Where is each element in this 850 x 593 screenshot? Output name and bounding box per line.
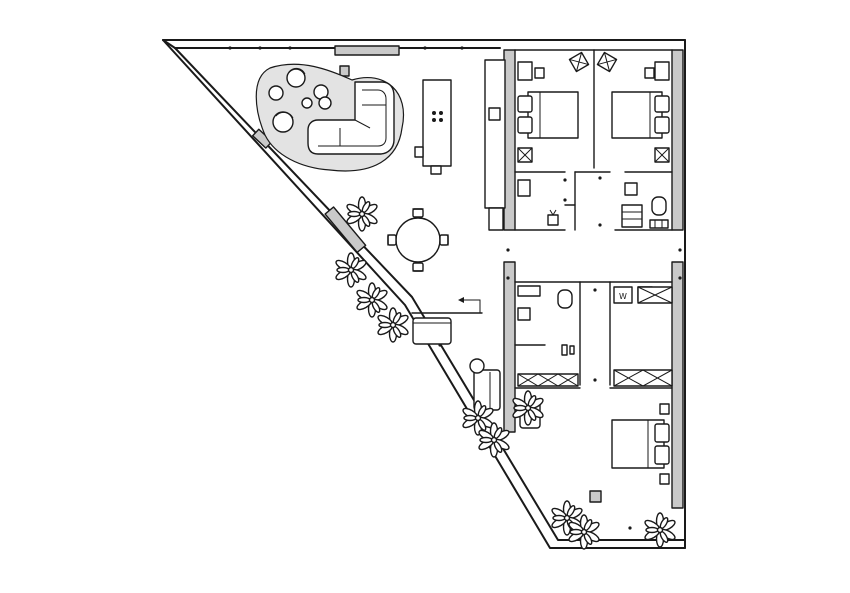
kitchen-counter xyxy=(484,59,506,209)
bedroom-2 xyxy=(596,51,670,163)
armchair-icon xyxy=(272,67,306,133)
toilet-icon xyxy=(547,209,559,226)
sink-icon xyxy=(488,107,501,121)
bed-icon xyxy=(611,419,670,469)
kitchen xyxy=(414,59,506,231)
utility-room: W xyxy=(613,286,673,387)
lounge-area xyxy=(255,63,404,172)
kitchen-island xyxy=(422,79,452,167)
bathroom-lower xyxy=(517,285,579,387)
plant-icon xyxy=(642,512,678,548)
plant-icon xyxy=(344,196,380,232)
storage-cabinet xyxy=(517,373,579,387)
toilet-icon xyxy=(651,196,667,216)
cooktop-icon xyxy=(432,111,443,122)
bedroom-1 xyxy=(517,51,590,163)
interior-walls xyxy=(411,49,684,509)
bathroom-upper xyxy=(517,179,669,229)
bedroom-3 xyxy=(589,403,670,503)
ottoman xyxy=(412,317,452,345)
coffee-tables xyxy=(268,84,332,110)
plant-icon xyxy=(375,307,411,343)
bed-icon xyxy=(611,91,670,139)
plant-icon xyxy=(354,282,390,318)
sofa-icon xyxy=(307,81,395,155)
washer-label: W xyxy=(619,292,627,301)
dining-table-icon xyxy=(387,208,449,272)
bed-icon xyxy=(517,91,579,139)
toilet-icon xyxy=(557,289,573,309)
